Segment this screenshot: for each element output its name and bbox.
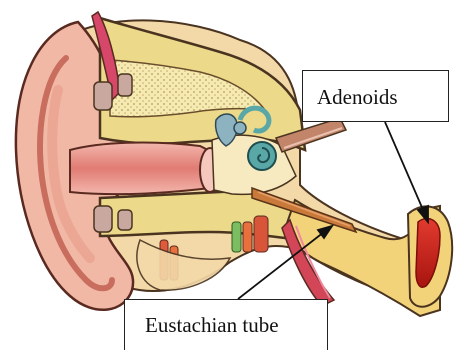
adenoids-pointer [385,122,428,222]
adenoids-label-text: Adenoids [317,85,398,109]
cochlea [248,142,276,170]
eustachian-tube-label: Eustachian tube [124,299,328,350]
eustachian-tube-label-text: Eustachian tube [145,313,279,337]
adenoids-label: Adenoids [302,70,449,122]
ear-canal [70,143,210,195]
